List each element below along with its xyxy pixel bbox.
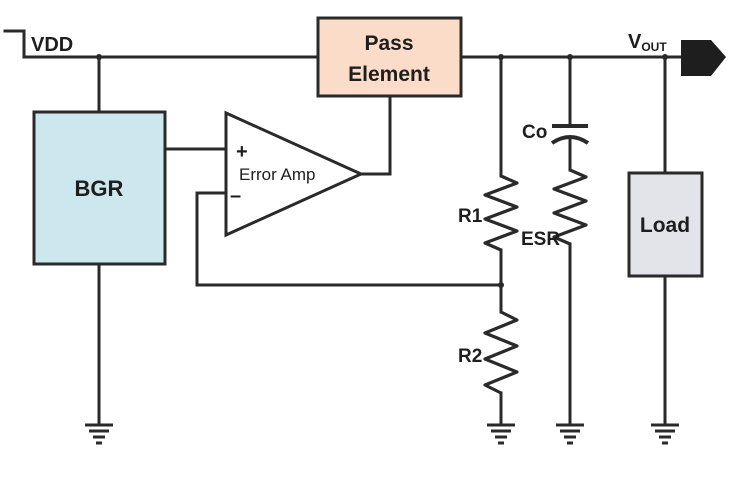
load-box xyxy=(627,171,704,278)
ground-icon-bgr xyxy=(85,423,113,445)
bgr-label: BGR xyxy=(75,176,124,201)
vout-port-arrow xyxy=(681,40,726,76)
esr-resistor xyxy=(552,168,588,246)
r2-label: R2 xyxy=(458,346,482,367)
junction-dot-r1 xyxy=(498,54,504,60)
vout-label-main: V xyxy=(628,31,642,53)
error-amp-plus-sign: + xyxy=(236,141,248,163)
junction-dot-load xyxy=(662,54,668,60)
wire-amp-out-to-pass xyxy=(359,94,392,176)
wire-feedback-to-amp-minus xyxy=(195,191,503,287)
r2-resistor xyxy=(483,310,519,395)
pass-element-label-line1: Pass xyxy=(364,32,413,55)
junction-dot-vdd xyxy=(96,54,102,60)
pass-element-block: Pass Element xyxy=(316,16,463,98)
bgr-box xyxy=(32,110,167,266)
pass-element-label-line2: Element xyxy=(348,63,430,86)
vdd-label: VDD xyxy=(31,34,73,56)
vdd-supply-symbol xyxy=(3,29,26,59)
bgr-block: BGR xyxy=(32,110,167,266)
ground-icon-load xyxy=(651,423,679,445)
vout-label: VOUT xyxy=(628,31,667,54)
load-label: Load xyxy=(640,214,690,237)
error-amp-minus-sign: – xyxy=(230,185,241,207)
r1-resistor xyxy=(483,174,519,252)
vout-label-subscript: OUT xyxy=(641,40,667,54)
junction-dot-feedback xyxy=(498,282,504,288)
error-amp-label: Error Amp xyxy=(239,165,316,184)
error-amp: + – Error Amp xyxy=(224,110,365,238)
ground-icon-r2 xyxy=(487,423,515,445)
co-label: Co xyxy=(522,122,547,143)
junction-dot-co xyxy=(567,54,573,60)
ground-icon-esr xyxy=(556,423,584,445)
error-amp-triangle xyxy=(224,110,365,238)
load-block: Load xyxy=(627,171,704,278)
pass-element-box xyxy=(316,16,463,98)
esr-label: ESR xyxy=(521,229,560,250)
r1-label: R1 xyxy=(458,206,483,227)
